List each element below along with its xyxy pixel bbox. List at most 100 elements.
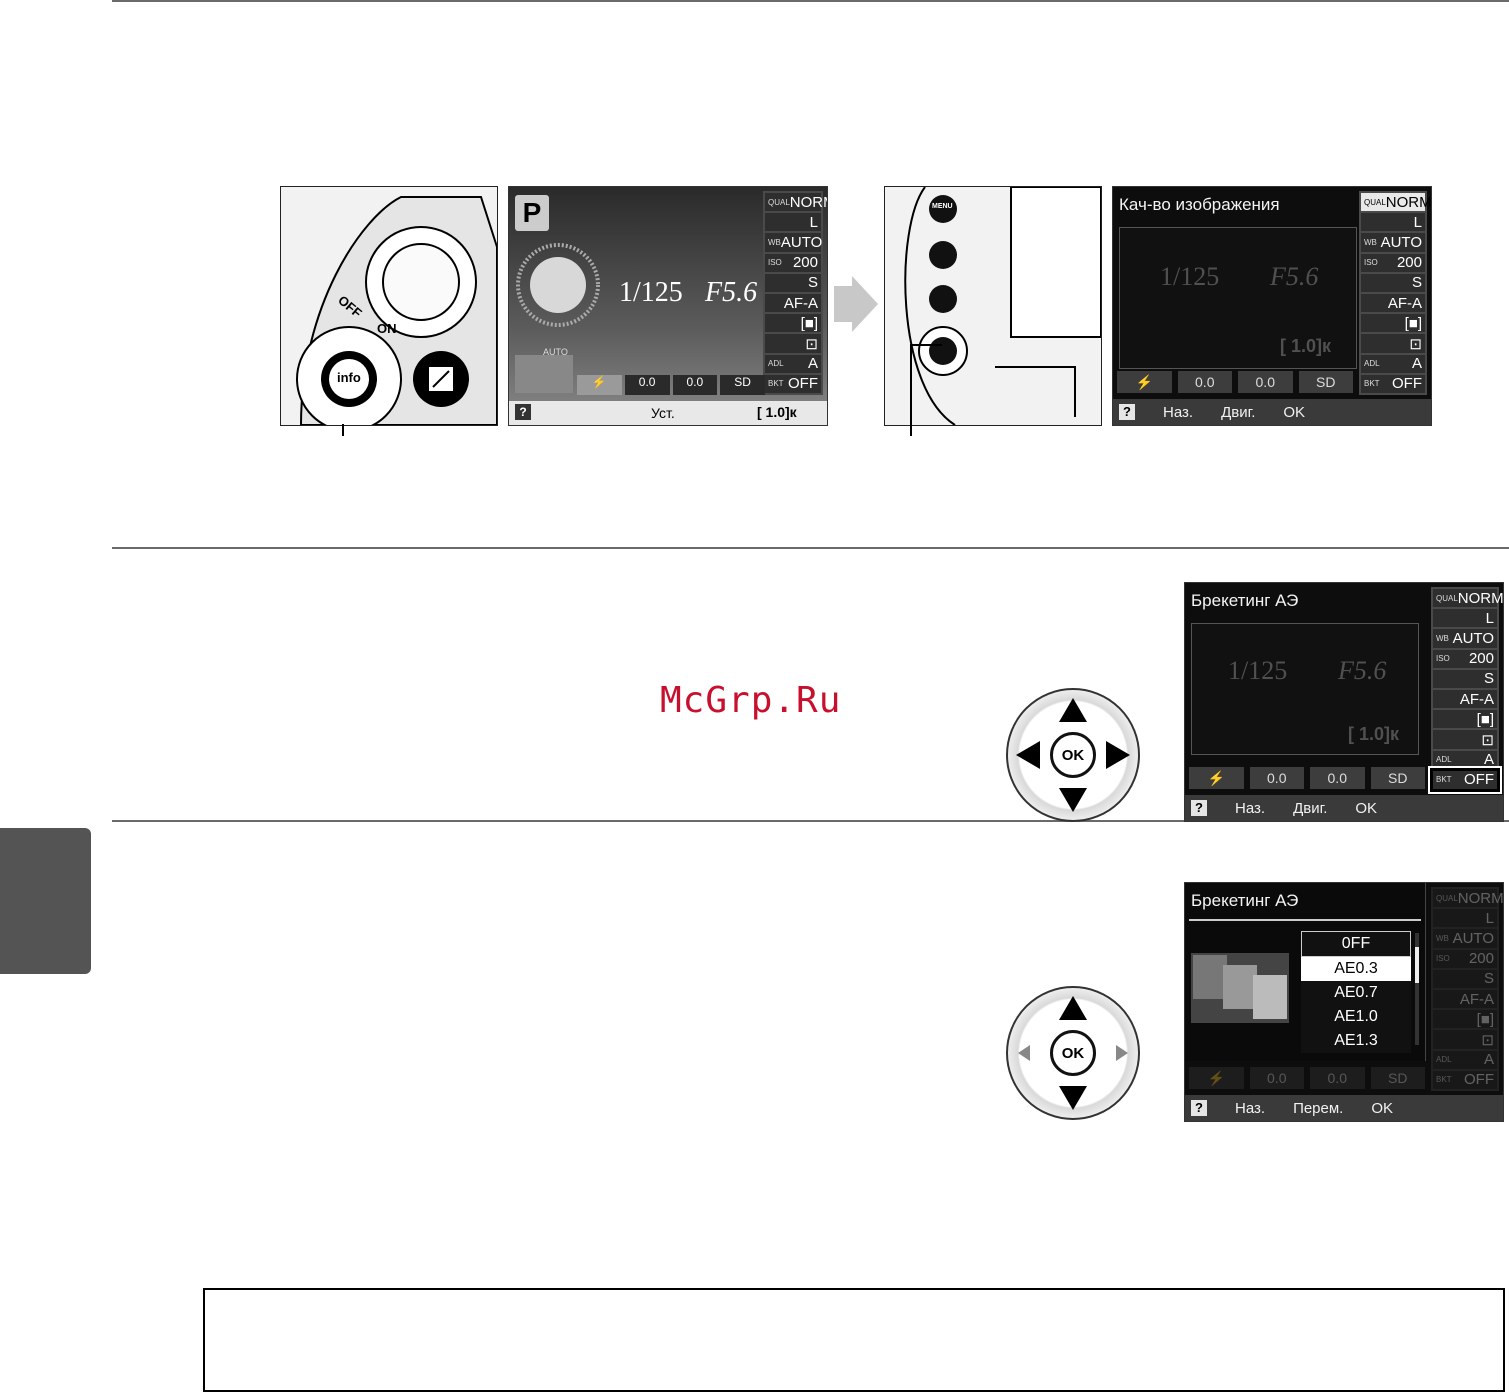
down-arrow-icon [1059, 788, 1087, 812]
camera-top-drawing [296, 196, 497, 425]
left-arrow-icon [1016, 741, 1040, 769]
dim-frames: [ 1.0]к [1348, 724, 1400, 744]
down-arrow-icon [1059, 1086, 1087, 1110]
dim-aperture: F5.6 [1338, 656, 1387, 685]
exp-comp-cell: 0.0 [624, 375, 670, 395]
option-ae03[interactable]: AE0.3 [1301, 957, 1411, 981]
side-row-af: AF-A [1433, 690, 1497, 709]
section-divider-1 [112, 547, 1509, 549]
thumb-photo-1 [1193, 955, 1227, 999]
option-ae07[interactable]: AE0.7 [1334, 984, 1378, 1001]
flash-cell: ⚡ [577, 375, 622, 395]
ok-button-icon: OK [1050, 732, 1096, 778]
image-quality-screen: Кач-во изображения 1/125 F5.6 [ 1.0]к QU… [1112, 186, 1432, 426]
picture-control-cell: SD [1298, 371, 1353, 393]
exp-comp-cell: 0.0 [1249, 1067, 1304, 1089]
side-row-af: AF-A [765, 294, 821, 313]
camera-info-button-illustration: OFF ON info [280, 186, 498, 426]
camera-back-buttons-illustration: MENU [884, 186, 1102, 426]
help-icon: ? [1191, 800, 1207, 816]
next-step-arrow-icon [834, 276, 878, 332]
side-row-area: [■] [1361, 314, 1425, 333]
flash-cell: ⚡ [1189, 1067, 1244, 1089]
dim-shutter: 1/125 [1228, 656, 1288, 685]
frames-remaining: [ 1.0]к [757, 404, 797, 420]
screen-title: Брекетинг АЭ [1191, 591, 1299, 610]
menu-bottom-bar: ? Наз. Перем. OK [1185, 1095, 1503, 1121]
list-scrollbar[interactable] [1415, 933, 1419, 1045]
side-row-release: S [1433, 669, 1497, 689]
aperture-dial-icon [516, 243, 600, 327]
info-stripe: ⚡ 0.0 0.0 SD [577, 375, 765, 395]
bkt-stripe: ⚡ 0.0 0.0 SD [1189, 767, 1425, 789]
aperture-value: F5.6 [705, 277, 758, 308]
move-hint: Двиг. [1221, 403, 1256, 421]
side-row-af: AF-A [1433, 990, 1497, 1009]
bracketing-menu-screen: Брекетинг АЭ 0FF AE0.3 AE0.7 AE1.0 AE1.3… [1184, 882, 1504, 1122]
info-bottom-bar: ? Уст. [ 1.0]к [509, 401, 827, 425]
move-hint: Перем. [1293, 1099, 1344, 1117]
side-row-meter: ⊡ [765, 334, 821, 353]
scroll-thumb[interactable] [1415, 947, 1419, 983]
ok-hint: OK [1371, 1099, 1394, 1117]
back-hint: Наз. [1163, 403, 1194, 421]
option-off[interactable]: 0FF [1301, 931, 1411, 957]
picture-control-cell: SD [1370, 1067, 1425, 1089]
multi-selector-updown: OK [1006, 986, 1140, 1120]
side-row-release: S [765, 273, 821, 293]
watermark-text: McGrp.Ru [660, 680, 842, 721]
flash-comp-cell: 0.0 [1310, 1067, 1365, 1089]
shutter-speed: 1/125 [619, 277, 683, 308]
back-hint: Наз. [1235, 1099, 1266, 1117]
info-button-label: info [337, 370, 361, 385]
quality-bottom-bar: ? Наз. Двиг. OK [1113, 399, 1431, 425]
back-hint: Наз. [1235, 799, 1266, 817]
thumb-photo-2 [1223, 965, 1257, 1009]
help-icon: ? [515, 404, 531, 420]
picture-control-cell: SD [1370, 767, 1425, 789]
chapter-tab-marker [0, 828, 91, 974]
dimmed-info-preview: 1/125 F5.6 [ 1.0]к [1119, 227, 1357, 369]
af-points-grid [515, 355, 573, 393]
set-hint: Уст. [651, 405, 675, 421]
side-row-release: S [1361, 273, 1425, 293]
note-box [203, 1288, 1505, 1392]
screen-title: Кач-во изображения [1119, 195, 1280, 214]
option-ae10[interactable]: AE1.0 [1334, 1008, 1378, 1025]
side-row-meter: ⊡ [1361, 334, 1425, 353]
title-underline [1189, 919, 1421, 921]
option-ae13[interactable]: AE1.3 [1334, 1032, 1378, 1049]
bkt-bottom-bar: ? Наз. Двиг. OK [1185, 795, 1503, 821]
side-row-size: L [765, 213, 821, 232]
thumb-photo-3 [1253, 975, 1287, 1019]
side-row-release: S [1433, 969, 1497, 989]
side-row-meter: ⊡ [1433, 730, 1497, 749]
help-icon: ? [1191, 1100, 1207, 1116]
quality-stripe: ⚡ 0.0 0.0 SD [1117, 371, 1353, 393]
side-row-area: [■] [1433, 710, 1497, 729]
side-row-size: L [1433, 909, 1497, 928]
side-row-meter: ⊡ [1433, 1030, 1497, 1049]
menu-stripe-dimmed: ⚡ 0.0 0.0 SD [1189, 1067, 1425, 1089]
bracketing-options-list: 0FF AE0.3 AE0.7 AE1.0 AE1.3 [1301, 931, 1411, 1053]
exp-comp-cell: 0.0 [1177, 371, 1232, 393]
dim-shutter: 1/125 [1160, 262, 1220, 291]
move-hint: Двиг. [1293, 799, 1328, 817]
flash-comp-cell: 0.0 [1310, 767, 1365, 789]
right-arrow-icon [1106, 741, 1130, 769]
side-row-area: [■] [1433, 1010, 1497, 1029]
